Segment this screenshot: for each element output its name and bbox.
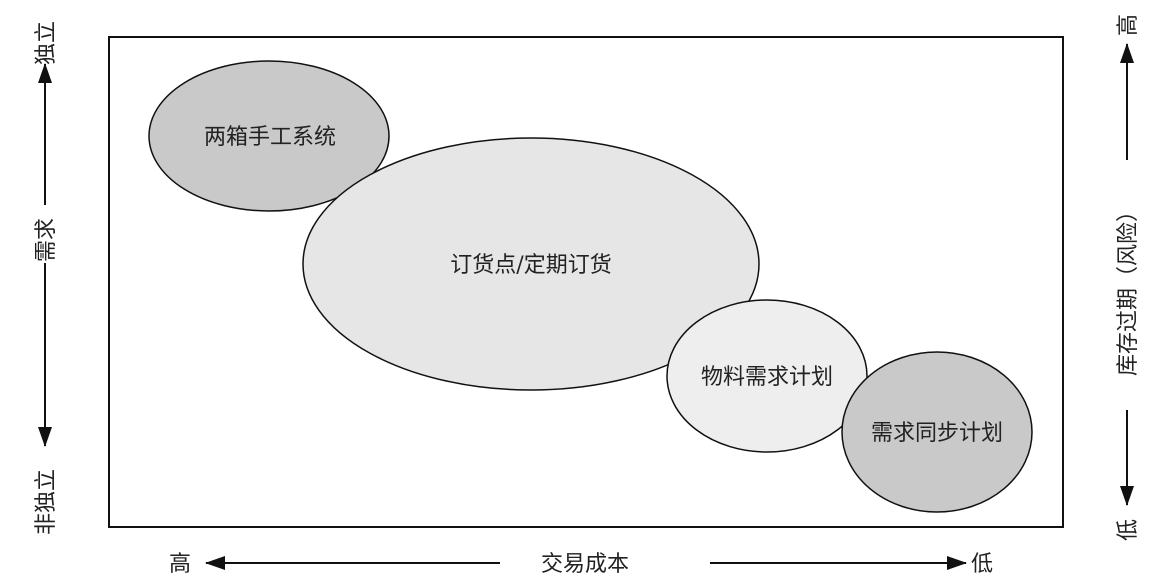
bubble-label: 订货点/定期订货: [450, 253, 611, 278]
bubble-label: 两箱手工系统: [204, 125, 336, 150]
right-axis-top-end: 高: [1116, 14, 1141, 36]
left-axis-bottom-end: 非独立: [34, 469, 59, 535]
right-axis-bottom-end: 低: [1116, 519, 1141, 541]
bottom-axis-right-end: 低: [971, 552, 993, 577]
left-axis-title: 需求: [34, 218, 59, 262]
bubble-demand-sync: [841, 351, 1033, 513]
bubble-mrp: [666, 299, 868, 453]
bubble-shape: [302, 137, 760, 391]
right-axis-title: 库存过期（风险）: [1116, 200, 1141, 376]
bubble-shape: [666, 299, 868, 453]
bubble-two-bin: [148, 60, 390, 212]
bottom-axis-left-end: 高: [169, 552, 191, 577]
bubble-label: 物料需求计划: [701, 365, 833, 390]
bubble-shape: [148, 60, 390, 212]
bubble-shape: [841, 351, 1033, 513]
bottom-axis-title: 交易成本: [541, 552, 629, 577]
bubble-label: 需求同步计划: [871, 421, 1003, 446]
bubble-reorder-point: [302, 137, 760, 391]
left-axis-top-end: 独立: [34, 21, 59, 65]
